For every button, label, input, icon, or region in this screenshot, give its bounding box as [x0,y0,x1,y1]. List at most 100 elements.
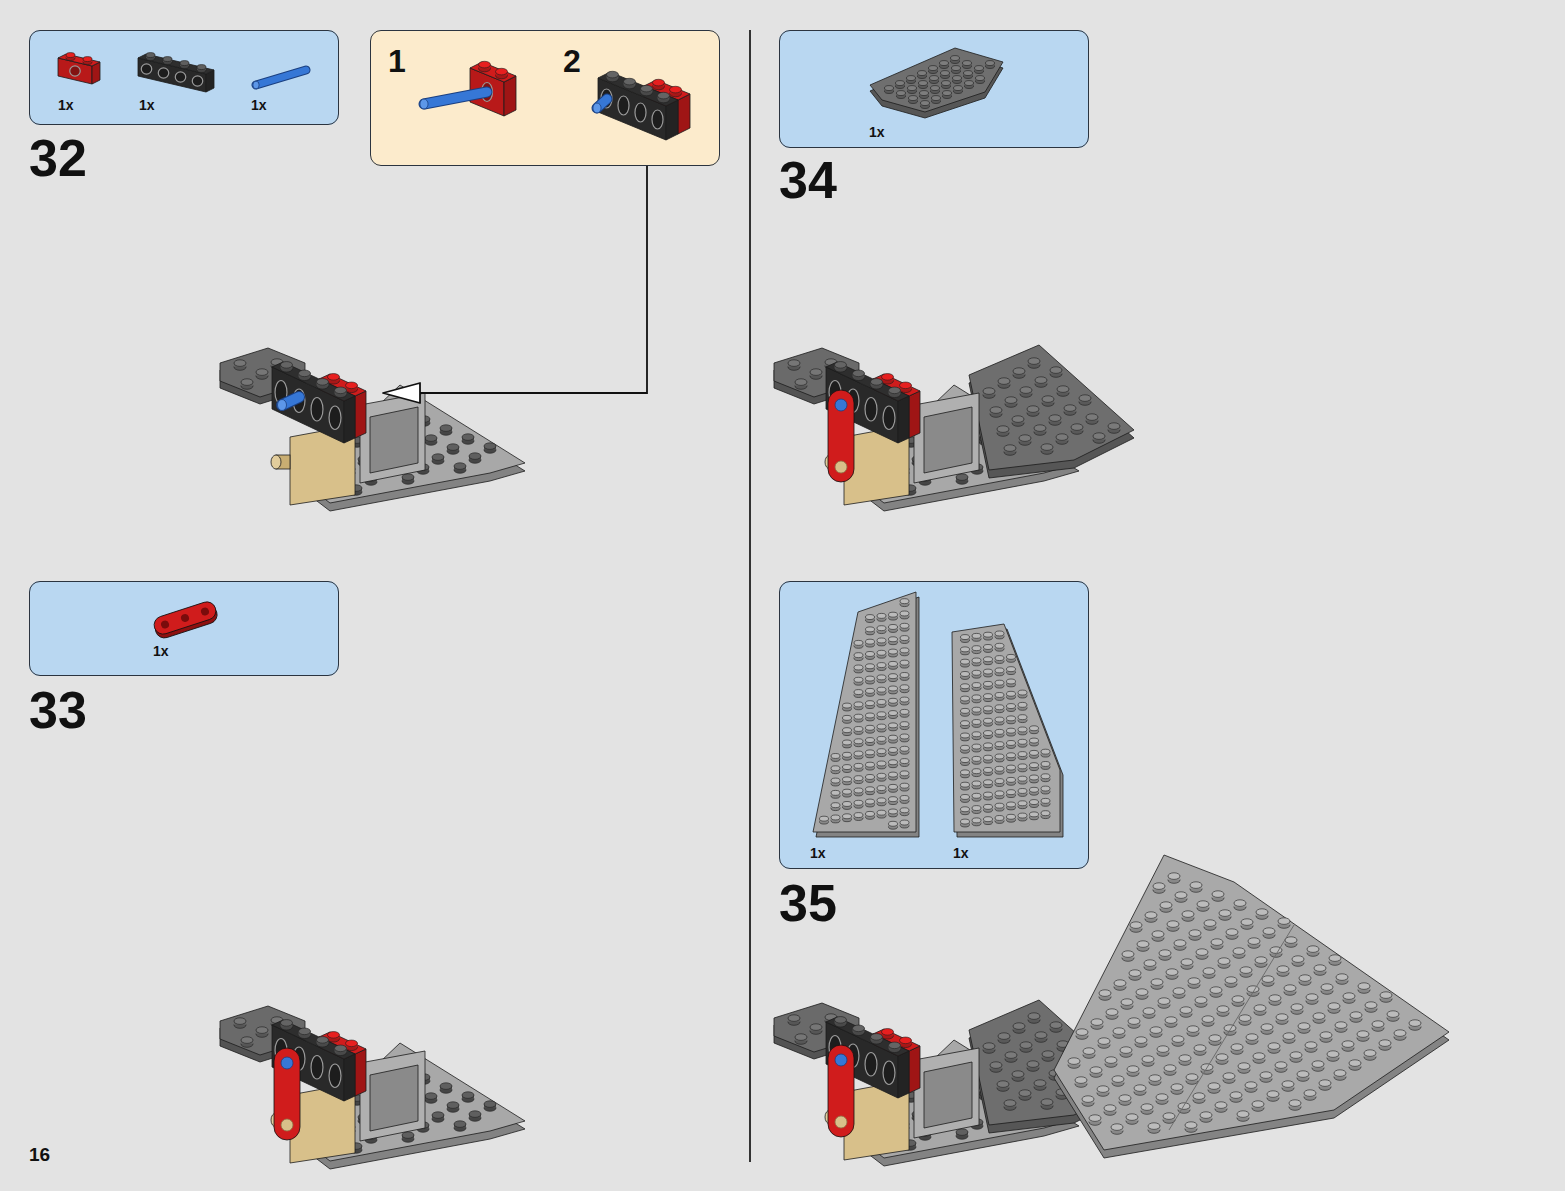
stud [1158,998,1170,1005]
stud [1007,728,1016,733]
stud [346,382,358,389]
stud [918,71,927,76]
stud [1013,1023,1025,1030]
stud [984,718,993,723]
stud [975,66,984,71]
stud [1285,937,1297,944]
stud [1328,1003,1340,1010]
stud [931,86,940,91]
stud [1030,775,1039,780]
stud [843,703,852,708]
stud [1186,1074,1198,1081]
box-fills [29,30,1089,869]
stud [889,686,898,691]
stud [1202,1016,1214,1023]
stud [820,816,829,821]
stud [921,101,930,106]
stud [984,804,993,809]
stud [1007,667,1016,672]
technic-pin [278,400,287,411]
technic-hole [158,68,168,78]
stud [1018,801,1027,806]
stud [1083,1048,1095,1055]
stud [995,754,1004,759]
stud [1219,910,1231,917]
stud [1082,1096,1094,1103]
stud [1035,377,1047,384]
stud [1156,1094,1168,1101]
stud [1234,900,1246,907]
stud [432,1112,444,1119]
stud [1304,1090,1316,1097]
stud [983,388,995,395]
stud [1041,811,1050,816]
stud [972,633,981,638]
stud [447,444,459,451]
stud [866,762,875,767]
stud [1148,1123,1160,1130]
box-fill [29,30,339,125]
stud [1049,415,1061,422]
stud [866,738,875,743]
stud [995,742,1004,747]
liftarm-hole [835,461,847,473]
liftarm-hole [281,1119,293,1131]
stud [1114,980,1126,987]
stud [900,783,909,788]
stud [900,660,909,665]
stud [281,362,293,369]
stud [1226,929,1238,936]
brick-end [355,391,366,438]
stud [1267,1091,1279,1098]
stud [1269,995,1281,1002]
stud [1018,715,1027,720]
stud [1334,1070,1346,1077]
liftarm [828,390,854,482]
stud [241,1037,253,1044]
stud [1372,1021,1384,1028]
stud [1358,983,1370,990]
stud [831,778,840,783]
stud [889,821,898,826]
stud [1041,1099,1053,1106]
stud [963,61,972,66]
stud [241,379,253,386]
stud [1215,1102,1227,1109]
technic-hole [618,96,629,115]
stud [900,709,909,714]
stud [653,79,665,86]
stud [1137,941,1149,948]
stud [984,694,993,699]
stud [983,1043,995,1050]
stud [1225,977,1237,984]
stud [1018,690,1027,695]
stud [1320,1032,1332,1039]
bracket [360,1051,425,1141]
plate-seam [1169,925,1294,1130]
stud [961,807,970,812]
stud [900,697,909,702]
stud [1336,974,1348,981]
stud [900,599,909,604]
stud [900,734,909,739]
stud [843,740,852,745]
brick-end [666,100,678,140]
stud [831,766,840,771]
stud [328,374,340,381]
stud [1007,704,1016,709]
stud [1261,1024,1273,1031]
stud [995,668,1004,673]
stud [496,68,508,75]
stud [1276,1014,1288,1021]
stud [1136,989,1148,996]
stud [972,756,981,761]
stud [1042,1051,1054,1058]
stud [1034,425,1046,432]
stud [1157,1046,1169,1053]
stud [984,657,993,662]
stud [1113,1028,1125,1035]
stud [998,1033,1010,1040]
stud [425,1093,437,1100]
stud [1018,702,1027,707]
stud [854,702,863,707]
